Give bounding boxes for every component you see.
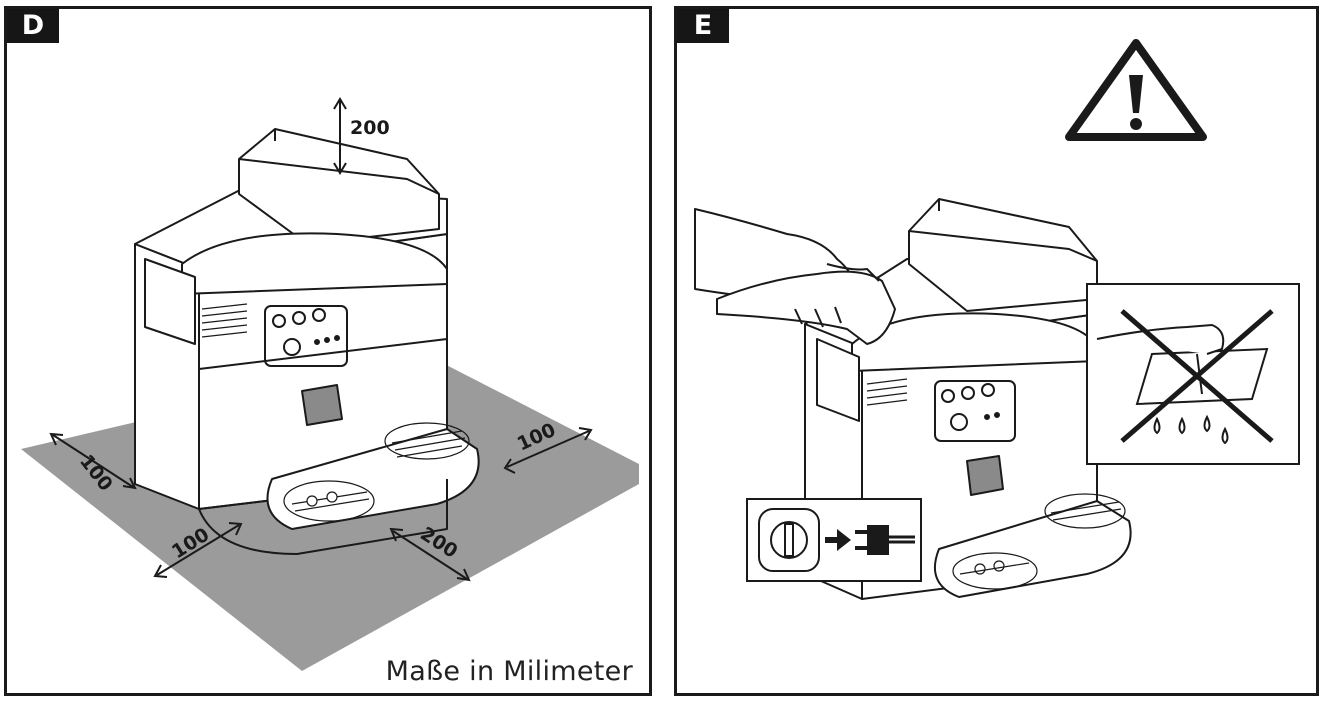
panel-e: E — [674, 6, 1319, 696]
panel-e-tag: E — [677, 9, 729, 43]
warning-triangle-icon — [1065, 39, 1207, 141]
panel-d-tag: D — [7, 9, 59, 43]
coffee-machine-illustration — [134, 128, 480, 555]
units-caption: Maße in Milimeter — [385, 656, 633, 687]
panel-d: D — [4, 6, 652, 696]
dimension-arrows — [49, 97, 593, 582]
no-water-icon — [1086, 283, 1300, 465]
dim-top-label: 200 — [350, 117, 390, 139]
hand-with-cloth-icon — [694, 208, 896, 345]
unplug-plug-icon — [746, 498, 922, 582]
coffee-machine-clearance-diagram: 200 100 100 100 200 — [21, 97, 639, 671]
cleaning-instruction-diagram — [694, 39, 1300, 600]
